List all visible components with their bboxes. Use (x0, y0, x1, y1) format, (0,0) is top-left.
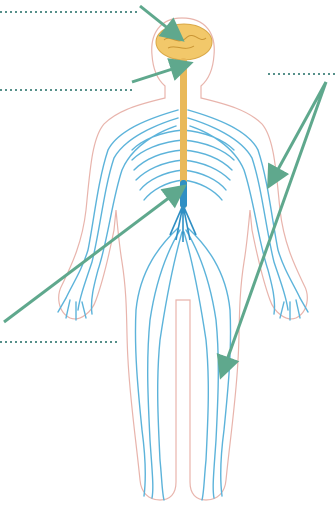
lower-spinal-cord (180, 180, 187, 208)
brain-icon (156, 24, 212, 60)
brain (156, 24, 212, 60)
arrow-to-arm-nerve (270, 82, 326, 184)
spinal-cord-icon (180, 58, 187, 208)
